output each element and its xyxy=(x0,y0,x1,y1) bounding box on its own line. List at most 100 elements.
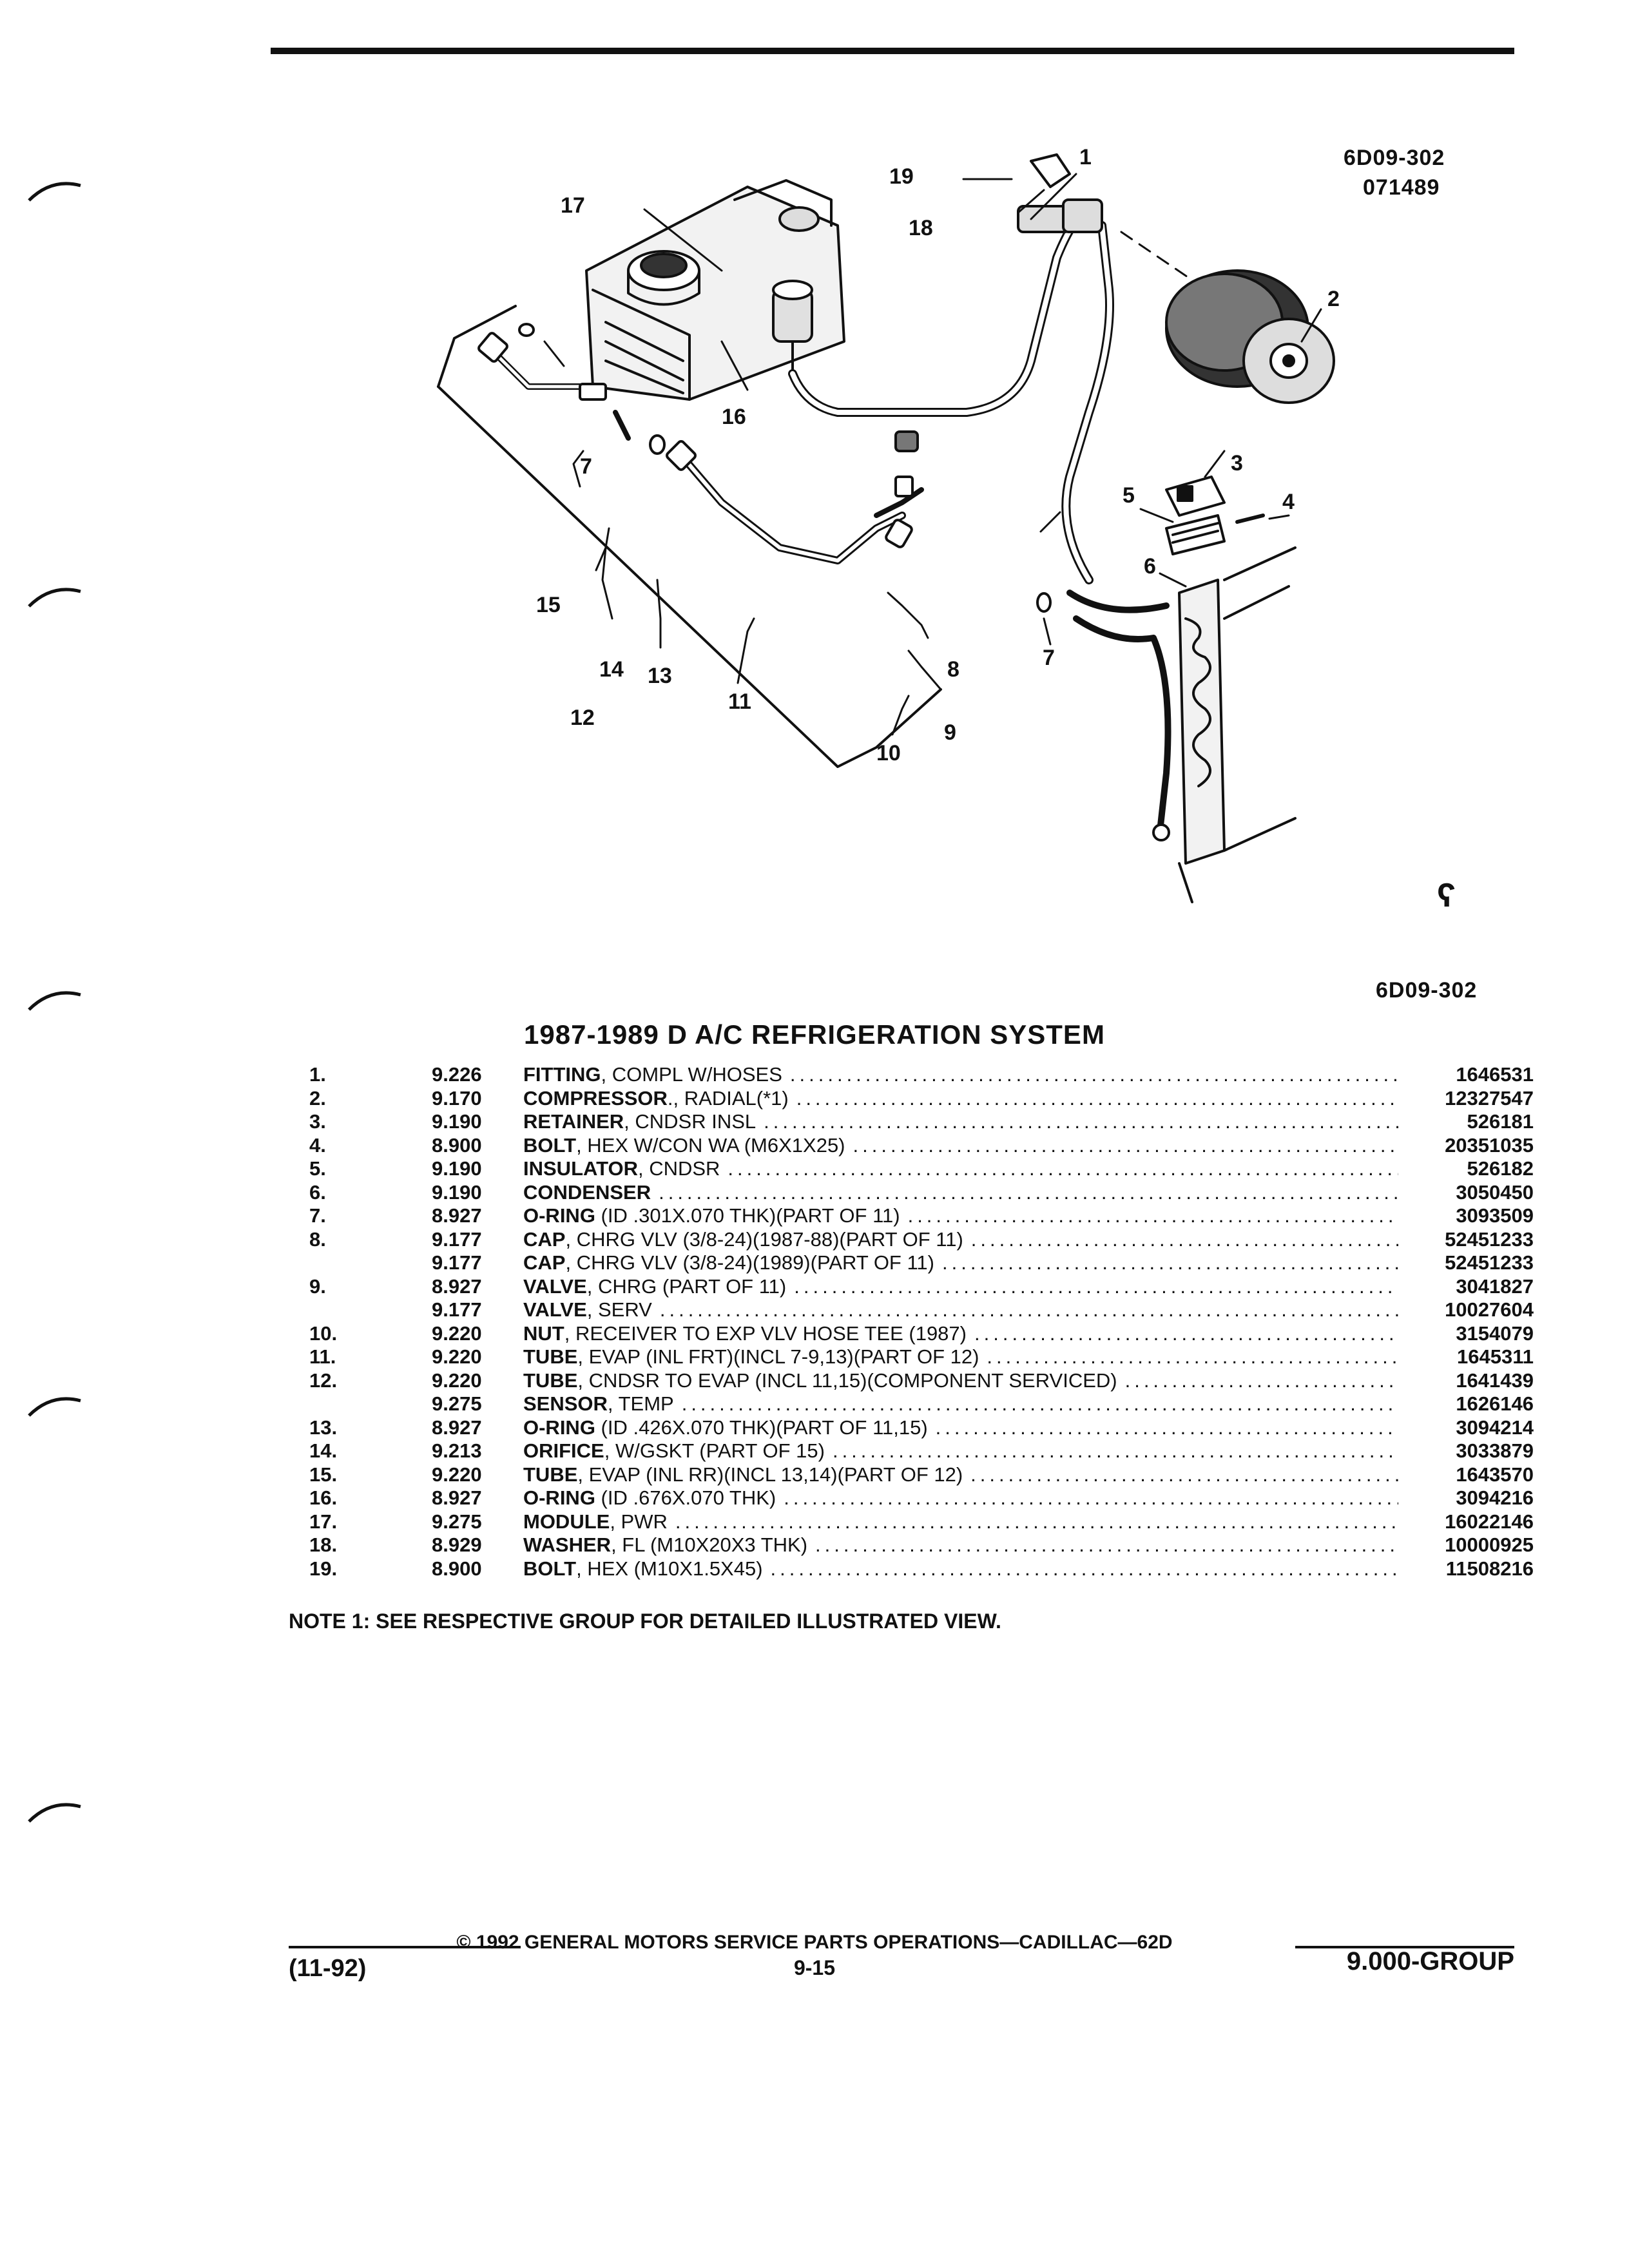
group-number: 9.220 xyxy=(432,1345,482,1368)
leader-dots xyxy=(786,1275,1398,1298)
part-description: ORIFICE, W/GSKT (PART OF 15) xyxy=(523,1439,1398,1463)
group-number: 8.900 xyxy=(432,1133,482,1157)
group-number: 9.177 xyxy=(432,1251,482,1274)
callout-6: 6 xyxy=(1144,554,1156,579)
part-number: 3094214 xyxy=(1456,1416,1534,1439)
part-spec: , W/GSKT (PART OF 15) xyxy=(604,1439,825,1462)
part-spec: (ID .426X.070 THK)(PART OF 11,15) xyxy=(595,1416,928,1439)
part-description-text: BOLT, HEX (M10X1.5X45) xyxy=(523,1557,763,1581)
part-spec: , CNDSR INSL xyxy=(624,1110,757,1133)
group-number: 9.220 xyxy=(432,1321,482,1345)
leader-dots xyxy=(789,1087,1398,1110)
part-spec: , CHRG VLV (3/8-24)(1989)(PART OF 11) xyxy=(565,1251,934,1274)
page-title: 1987-1989 D A/C REFRIGERATION SYSTEM xyxy=(524,1019,1105,1050)
part-description: TUBE, EVAP (INL FRT)(INCL 7-9,13)(PART O… xyxy=(523,1345,1398,1369)
callout-10: 10 xyxy=(876,741,901,765)
part-number: 526181 xyxy=(1467,1110,1534,1133)
item-index: 13. xyxy=(309,1416,338,1439)
group-number: 9.170 xyxy=(432,1086,482,1110)
item-index: 9. xyxy=(309,1274,326,1298)
leader-dots xyxy=(967,1322,1398,1345)
leader-dots xyxy=(963,1228,1398,1251)
group-number: 9.190 xyxy=(432,1180,482,1204)
callout-19: 19 xyxy=(889,164,914,189)
part-description-text: VALVE, CHRG (PART OF 11) xyxy=(523,1275,786,1298)
part-name: FITTING xyxy=(523,1063,601,1086)
part-number: 1626146 xyxy=(1456,1392,1534,1415)
footer-copyright: © 1992 GENERAL MOTORS SERVICE PARTS OPER… xyxy=(456,1932,1173,1953)
part-name: TUBE xyxy=(523,1345,578,1368)
group-number: 8.929 xyxy=(432,1533,482,1556)
callout-14: 14 xyxy=(599,657,624,682)
part-description-text: CAP, CHRG VLV (3/8-24)(1987-88)(PART OF … xyxy=(523,1228,963,1251)
part-name: CAP xyxy=(523,1227,566,1251)
group-number: 9.226 xyxy=(432,1063,482,1086)
part-description-text: VALVE, SERV xyxy=(523,1298,652,1321)
part-description: FITTING, COMPL W/HOSES xyxy=(523,1063,1398,1086)
part-description-text: MODULE, PWR xyxy=(523,1510,668,1533)
item-index: 4. xyxy=(309,1133,326,1157)
leader-dots xyxy=(720,1157,1398,1180)
part-description-text: WASHER, FL (M10X20X3 THK) xyxy=(523,1533,807,1557)
leader-dots xyxy=(763,1557,1398,1581)
figure-date-code: 071489 xyxy=(1363,175,1440,200)
group-number: 8.927 xyxy=(432,1486,482,1509)
part-description: BOLT, HEX W/CON WA (M6X1X25) xyxy=(523,1134,1398,1157)
callout-17: 17 xyxy=(561,193,585,218)
part-number: 11508216 xyxy=(1445,1557,1534,1580)
part-name: TUBE xyxy=(523,1369,578,1392)
part-name: VALVE xyxy=(523,1274,587,1298)
part-number: 1645311 xyxy=(1457,1345,1534,1368)
part-description: CAP, CHRG VLV (3/8-24)(1987-88)(PART OF … xyxy=(523,1228,1398,1251)
item-index: 1. xyxy=(309,1063,326,1086)
part-number: 1643570 xyxy=(1456,1463,1534,1486)
item-index: 6. xyxy=(309,1180,326,1204)
group-number: 9.190 xyxy=(432,1157,482,1180)
part-spec: , HEX (M10X1.5X45) xyxy=(576,1557,763,1580)
item-index: 8. xyxy=(309,1227,326,1251)
part-number: 10000925 xyxy=(1445,1533,1534,1556)
part-description-text: NUT, RECEIVER TO EXP VLV HOSE TEE (1987) xyxy=(523,1322,967,1345)
note-text: NOTE 1: SEE RESPECTIVE GROUP FOR DETAILE… xyxy=(289,1610,1001,1633)
part-spec: , CNDSR TO EVAP (INCL 11,15)(COMPONENT S… xyxy=(577,1369,1117,1392)
item-index: 15. xyxy=(309,1463,338,1486)
part-description: WASHER, FL (M10X20X3 THK) xyxy=(523,1533,1398,1557)
table-row: 8. 9.177 CAP, CHRG VLV (3/8-24)(1987-88)(P… xyxy=(309,1228,1534,1252)
leader-dots xyxy=(807,1533,1398,1557)
tube-group-drawing xyxy=(437,305,1052,768)
group-number: 9.177 xyxy=(432,1227,482,1251)
part-name: INSULATOR xyxy=(523,1157,638,1180)
part-number: 12327547 xyxy=(1445,1086,1534,1110)
part-name: NUT xyxy=(523,1321,564,1345)
part-number: 526182 xyxy=(1467,1157,1534,1180)
callout-8: 8 xyxy=(947,657,959,682)
punch-mark xyxy=(28,182,81,202)
item-index: 12. xyxy=(309,1369,338,1392)
leader-dots xyxy=(928,1416,1398,1439)
callout-18: 18 xyxy=(909,216,933,240)
part-description: RETAINER, CNDSR INSL xyxy=(523,1110,1398,1133)
part-spec: , CHRG (PART OF 11) xyxy=(586,1274,787,1298)
part-name: O-RING xyxy=(523,1204,595,1227)
part-description: VALVE, SERV xyxy=(523,1298,1398,1321)
compressor-drawing xyxy=(1120,231,1335,404)
part-name: WASHER xyxy=(523,1533,612,1556)
part-name: CONDENSER xyxy=(523,1180,651,1204)
callout-11: 11 xyxy=(728,689,751,714)
leader-dots xyxy=(782,1063,1398,1086)
part-spec: , FL (M10X20X3 THK) xyxy=(611,1533,808,1556)
item-index: 11. xyxy=(309,1345,336,1368)
part-spec: , SERV xyxy=(586,1298,652,1321)
part-name: RETAINER xyxy=(523,1110,624,1133)
part-description: O-RING (ID .301X.070 THK)(PART OF 11) xyxy=(523,1204,1398,1227)
group-number: 8.927 xyxy=(432,1416,482,1439)
part-description: O-RING (ID .676X.070 THK) xyxy=(523,1486,1398,1510)
part-description: NUT, RECEIVER TO EXP VLV HOSE TEE (1987) xyxy=(523,1322,1398,1345)
